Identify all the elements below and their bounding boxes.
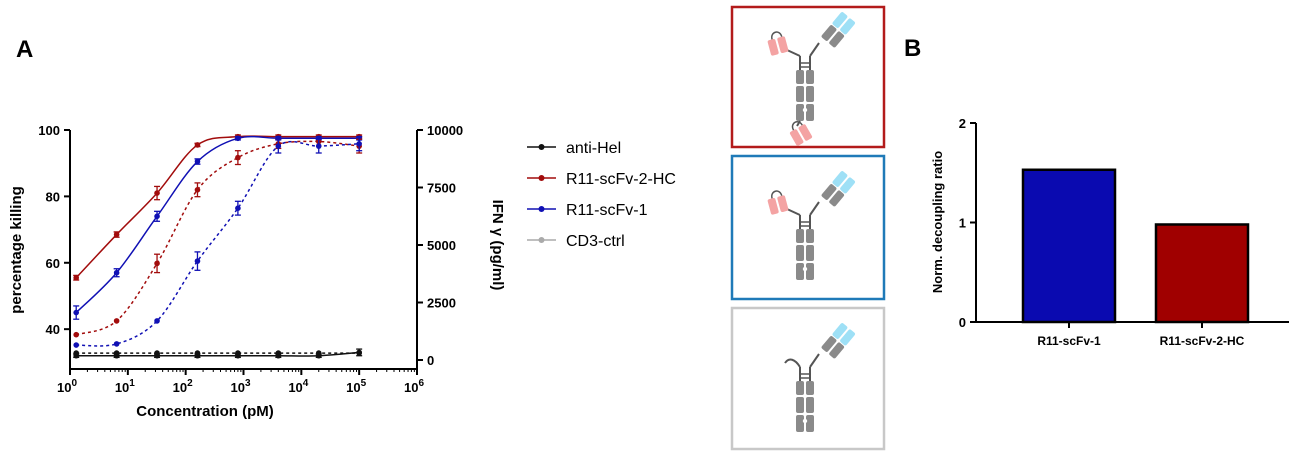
- data-point: [235, 350, 241, 356]
- data-point: [235, 154, 241, 161]
- right-y-axis-title: IFN γ (pg/ml): [489, 200, 506, 291]
- data-point: [315, 350, 322, 356]
- data-point: [315, 143, 322, 149]
- legend-label: R11-scFv-2-HC: [566, 171, 676, 188]
- antibody-schematic-icon: [764, 10, 857, 148]
- bar-y-tick-label: 0: [959, 315, 966, 330]
- x-tick-label: 100: [57, 378, 77, 395]
- bar-category-label: R11-scFv-1: [1037, 334, 1101, 348]
- legend-marker: [538, 237, 545, 243]
- legend-label: anti-Hel: [566, 140, 621, 157]
- series-curve: [75, 135, 360, 314]
- x-tick-label: 101: [115, 378, 135, 395]
- data-point: [73, 274, 80, 281]
- x-tick-exponent: 6: [418, 378, 424, 389]
- left-y-tick-label: 80: [46, 189, 60, 204]
- data-point: [194, 187, 201, 193]
- data-point: [275, 350, 282, 356]
- bar: [1021, 168, 1117, 324]
- legend-label: R11-scFv-1: [566, 202, 648, 219]
- left-y-tick-label: 100: [38, 123, 60, 138]
- data-point: [194, 142, 201, 148]
- data-point: [235, 135, 241, 142]
- data-point: [154, 260, 160, 267]
- data-point: [154, 213, 160, 220]
- left-y-axis-title: percentage killing: [8, 186, 25, 314]
- chart-b-bars: R11-scFv-1 R11-scFv-2-HC: [1021, 168, 1250, 348]
- data-point: [235, 205, 241, 211]
- data-point: [113, 231, 120, 238]
- data-point: [113, 350, 120, 356]
- right-y-tick-label: 10000: [427, 123, 463, 138]
- bar: [1154, 223, 1250, 324]
- data-point: [356, 350, 362, 356]
- right-y-tick-label: 7500: [427, 181, 456, 196]
- data-point: [194, 350, 201, 356]
- x-tick-label: 106: [404, 378, 424, 395]
- decoupling-ratio-bar-chart: 0 1 2 R11-scFv-1 R11-scFv-2-HC Norm. decoup…: [930, 116, 1289, 348]
- x-tick-label: 105: [346, 378, 366, 395]
- data-point: [154, 350, 160, 356]
- x-tick-label: 103: [230, 378, 250, 395]
- data-point: [194, 158, 201, 165]
- x-tick-exponent: 1: [129, 378, 135, 389]
- data-point: [113, 269, 120, 276]
- right-y-tick-label: 2500: [427, 296, 456, 311]
- antibody-schematic-icon: [784, 321, 857, 433]
- legend-marker: [538, 206, 545, 212]
- legend-marker: [538, 175, 545, 181]
- x-tick-label: 104: [288, 378, 308, 395]
- series-curve: [75, 135, 360, 279]
- right-y-tick-label: 5000: [427, 238, 456, 253]
- bar-y-tick-label: 2: [959, 116, 966, 131]
- schematic-panel-r11-scfv-2-hc: [730, 5, 886, 149]
- legend-label: CD3-ctrl: [566, 233, 625, 250]
- panel-letter-b: B: [904, 35, 921, 62]
- data-point: [194, 258, 201, 264]
- legend-marker: [538, 144, 545, 150]
- right-y-tick-label: 0: [427, 353, 434, 368]
- x-tick-exponent: 0: [71, 378, 77, 389]
- schematic-panel-r11-scfv-1: [730, 154, 886, 301]
- panel-letter-a: A: [16, 36, 33, 63]
- series-curve: [76, 140, 360, 347]
- x-tick-label: 102: [173, 378, 193, 395]
- data-point: [113, 341, 120, 347]
- x-axis-title: Concentration (pM): [136, 403, 273, 420]
- chart-b-ticks: 0 1 2: [959, 116, 976, 330]
- schematic-panel-cd3-ctrl: [730, 306, 886, 451]
- left-y-tick-label: 40: [46, 322, 60, 337]
- data-point: [113, 318, 120, 324]
- x-tick-exponent: 2: [187, 378, 193, 389]
- bar-y-tick-label: 1: [959, 216, 966, 231]
- left-y-tick-label: 60: [46, 256, 60, 271]
- data-point: [275, 143, 282, 149]
- data-point: [154, 190, 160, 196]
- data-point: [73, 350, 80, 356]
- antibody-schematic-icon: [764, 169, 857, 281]
- data-point: [356, 141, 362, 147]
- data-point: [73, 342, 80, 348]
- data-point: [73, 331, 80, 338]
- series-curve: [75, 140, 360, 336]
- bar-y-axis-title: Norm. decoupling ratio: [930, 151, 945, 293]
- x-tick-exponent: 5: [361, 378, 367, 389]
- data-point: [73, 309, 80, 316]
- bar-category-label: R11-scFv-2-HC: [1160, 334, 1245, 348]
- x-tick-exponent: 4: [303, 378, 309, 389]
- series-curve: [76, 351, 360, 357]
- data-point: [154, 318, 160, 324]
- chart-a-series: [73, 133, 363, 359]
- x-tick-exponent: 3: [245, 378, 251, 389]
